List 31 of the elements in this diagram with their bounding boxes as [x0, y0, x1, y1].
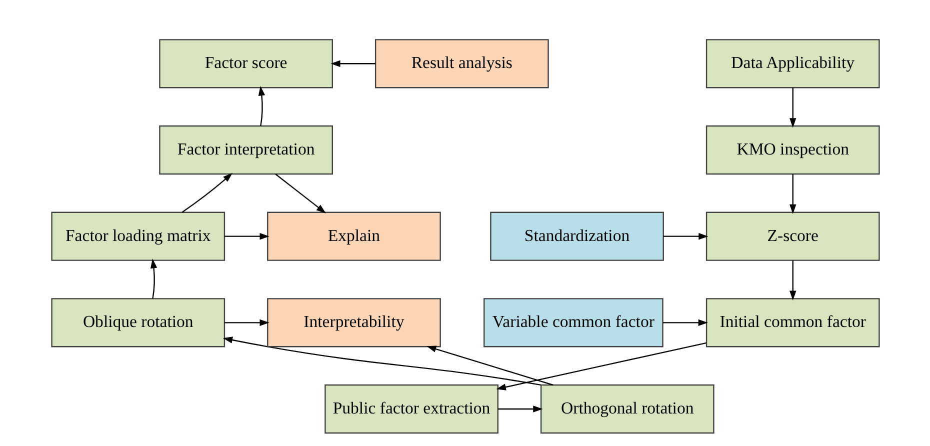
arrow	[426, 346, 553, 386]
node-box: Factor interpretation	[158, 125, 332, 175]
node-box: Z-score	[705, 212, 880, 261]
arrow	[496, 342, 706, 390]
arrow	[662, 319, 708, 326]
node-box: Result analysis	[374, 39, 548, 88]
node-box: Orthogonal rotation	[540, 384, 714, 434]
arrow	[789, 260, 796, 300]
arrow	[497, 406, 542, 412]
node-box: Oblique rotation	[50, 298, 225, 348]
node-box: KMO inspection	[705, 125, 880, 175]
node-box: Variable common factor	[482, 298, 663, 348]
node-box: Standardization	[490, 212, 664, 261]
arrow	[258, 86, 265, 126]
arrow	[222, 336, 540, 386]
arrow	[181, 172, 232, 213]
arrow	[330, 60, 375, 68]
arrow	[224, 319, 269, 326]
node-box: Explain	[266, 212, 440, 261]
node-box: Data Applicability	[705, 39, 880, 88]
arrow	[789, 88, 796, 128]
arrow	[789, 174, 796, 214]
arrow	[224, 232, 269, 240]
node-box: Public factor extraction	[324, 384, 498, 434]
arrow	[662, 232, 708, 240]
arrow	[274, 174, 326, 214]
node-box: Factor loading matrix	[50, 212, 225, 261]
node-box: Interpretability	[266, 298, 440, 348]
arrow	[150, 258, 157, 299]
node-box: Factor score	[158, 39, 332, 88]
node-box: Initial common factor	[705, 298, 880, 348]
